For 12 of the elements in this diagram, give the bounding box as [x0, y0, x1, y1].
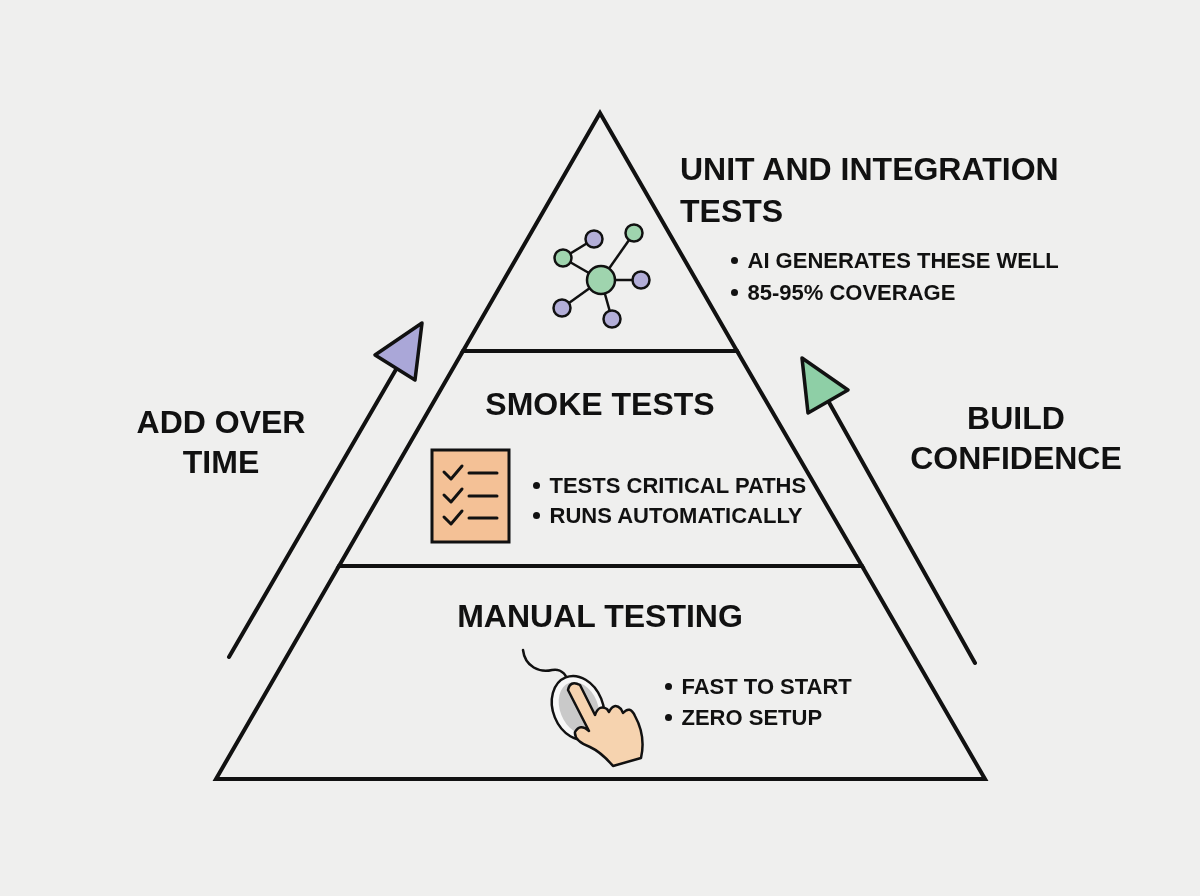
bullet-text: 85-95% COVERAGE — [747, 279, 956, 307]
bullet-text: AI GENERATES THESE WELL — [747, 247, 1059, 275]
tier-heading: MANUAL TESTING — [457, 597, 743, 636]
tier-heading: SMOKE TESTS — [485, 385, 715, 424]
bullet-text: ZERO SETUP — [681, 704, 823, 732]
arrow-caption: ADD OVER TIME — [135, 403, 307, 482]
tier-heading: UNIT AND INTEGRATION TESTS — [680, 150, 1060, 231]
bullet-text: FAST TO START — [681, 673, 852, 701]
bullet-text: RUNS AUTOMATICALLY — [549, 502, 803, 530]
pyramid-tier — [211, 562, 990, 783]
bullet-text: TESTS CRITICAL PATHS — [549, 472, 807, 500]
arrow-caption: BUILD CONFIDENCE — [909, 399, 1123, 478]
